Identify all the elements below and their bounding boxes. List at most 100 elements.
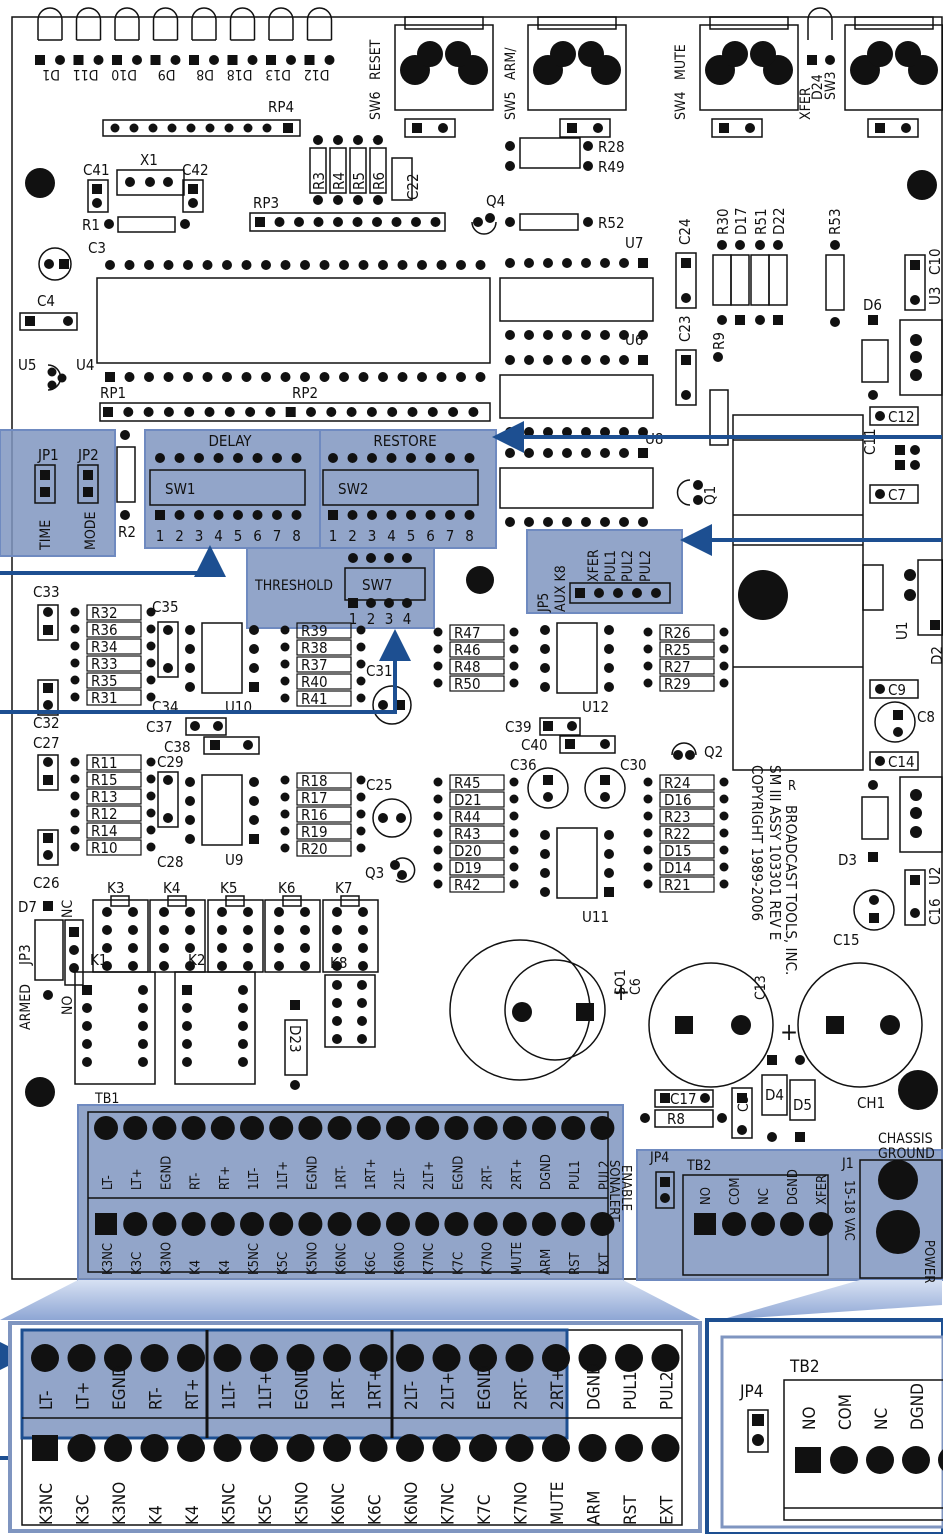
terminal-screw	[561, 1116, 586, 1140]
zoom-terminal-screw	[651, 1344, 680, 1372]
pad	[384, 553, 394, 563]
u9-label: U9	[225, 851, 243, 869]
k1-label: K1	[90, 951, 107, 969]
pad	[43, 757, 53, 767]
pad	[604, 644, 614, 654]
resistor-label: R14	[91, 822, 118, 840]
nc-label: NC	[60, 900, 76, 918]
pad	[224, 123, 234, 133]
pad	[402, 598, 412, 608]
relay-tab	[110, 895, 130, 907]
pad	[70, 692, 80, 702]
resistor-label: R13	[91, 788, 118, 806]
capacitor-outline	[404, 118, 456, 138]
capacitor-outline	[867, 118, 919, 138]
pad	[719, 678, 729, 688]
pad	[290, 1080, 300, 1090]
resistor-label: R38	[301, 639, 328, 657]
pad-square	[182, 985, 192, 995]
ic-outline	[499, 374, 654, 419]
pad	[619, 330, 629, 340]
tb1-top-pin: DGND	[539, 1154, 554, 1190]
pad	[213, 721, 223, 731]
resistor-label: R26	[664, 624, 691, 642]
c39-label: C39	[505, 718, 532, 736]
pad	[294, 217, 304, 227]
pad	[594, 588, 604, 598]
switch-pad	[417, 41, 443, 67]
pad	[306, 407, 316, 417]
pad	[163, 260, 174, 270]
resistor-label: D21	[454, 791, 482, 809]
pad	[509, 644, 519, 654]
pad	[104, 219, 114, 229]
resistor-label: R24	[664, 774, 691, 792]
pad	[604, 682, 614, 692]
jp1-label: JP1	[37, 446, 59, 464]
pad	[274, 217, 285, 227]
pad	[643, 811, 653, 821]
pad	[358, 907, 368, 917]
pad	[313, 195, 323, 205]
r53-outline	[825, 254, 845, 311]
pad-square	[82, 985, 92, 995]
pad	[332, 925, 342, 935]
pad	[217, 961, 227, 971]
pad-square	[249, 834, 259, 844]
zoom-top-pin: DGND	[585, 1363, 605, 1410]
zoom-terminal-screw	[104, 1344, 132, 1372]
q2-label: Q2	[704, 743, 723, 761]
pad	[274, 943, 284, 953]
u1-label: U1	[893, 622, 911, 640]
pad-square	[660, 1177, 670, 1187]
pad	[869, 895, 879, 905]
pad	[417, 372, 427, 382]
tb1-bot-pin: MUTE	[510, 1242, 525, 1275]
pad	[893, 727, 903, 737]
dip-number: 7	[273, 527, 282, 545]
pad	[249, 644, 259, 654]
pad	[186, 123, 196, 133]
power-jack-pin	[876, 1210, 920, 1254]
resistor-outline	[659, 859, 715, 876]
pad	[505, 161, 515, 171]
pad-square	[565, 739, 575, 749]
pad-square	[188, 184, 198, 194]
pad	[70, 791, 80, 801]
pad	[562, 355, 572, 365]
pad	[183, 260, 193, 270]
c37-outline	[185, 717, 227, 736]
pad	[868, 780, 878, 790]
j1-outline	[859, 1159, 943, 1279]
pad	[102, 943, 112, 953]
zoom-bot-pin: K3C	[74, 1495, 94, 1525]
chassis-label: CHASSIS	[878, 1131, 933, 1147]
resistor-outline	[86, 805, 142, 822]
tb2-pin-label: NC	[757, 1188, 772, 1205]
led-pad-square	[807, 55, 817, 65]
zoom-terminal-screw	[396, 1434, 424, 1462]
pad	[332, 1016, 342, 1026]
c37-label: C37	[146, 718, 173, 736]
c25-label: C25	[366, 776, 393, 794]
pad	[280, 372, 291, 382]
resistor-label: R19	[301, 823, 328, 841]
switch-tab	[709, 16, 789, 30]
pad	[357, 998, 367, 1008]
tb2-label: TB2	[686, 1158, 711, 1174]
pad-square	[40, 470, 50, 480]
pad	[373, 195, 383, 205]
led-label: D13	[265, 66, 291, 82]
terminal-screw-square	[95, 1213, 117, 1235]
zoom-bot-pin: K6C	[366, 1495, 386, 1525]
pad	[643, 828, 653, 838]
terminal-screw	[298, 1212, 323, 1236]
pad	[238, 1021, 248, 1031]
c14-outline	[869, 751, 919, 771]
pad	[356, 843, 366, 853]
resistor-outline	[659, 825, 715, 842]
pad	[274, 907, 284, 917]
zoom-bot-pin: K5NO	[293, 1482, 313, 1525]
pad	[427, 407, 438, 417]
pad	[356, 659, 366, 669]
